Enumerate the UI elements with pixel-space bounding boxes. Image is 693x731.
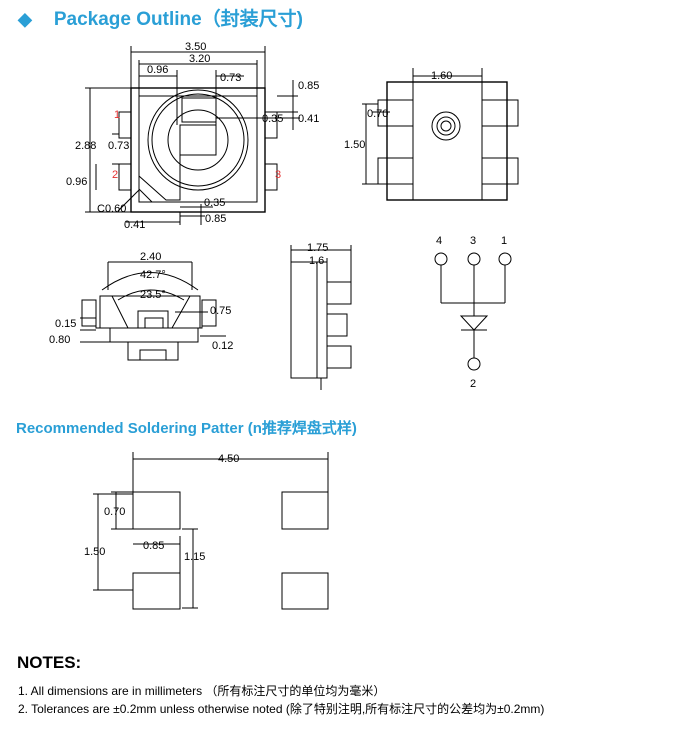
dim-top-096: 0.96 — [147, 64, 168, 76]
dim-side-427: 42.7° — [140, 269, 166, 281]
soldering-title: Recommended Soldering Patter (n推荐焊盘式样) — [16, 420, 357, 437]
solder-dim-085: 0.85 — [143, 540, 164, 552]
dim-side-235: 23.5° — [140, 289, 166, 301]
dim-top-width: 3.50 — [185, 41, 206, 53]
dim-back-150: 1.50 — [344, 139, 365, 151]
soldering-pattern — [93, 452, 329, 610]
dim-bottom-041: 0.41 — [124, 219, 145, 231]
circuit-pin-1: 1 — [501, 235, 507, 247]
dim-chamfer: C0.60 — [97, 203, 126, 215]
dim-left-096: 0.96 — [66, 176, 87, 188]
dim-side-080: 0.80 — [49, 334, 70, 346]
top-view — [85, 46, 300, 225]
solder-dim-150: 1.50 — [84, 546, 105, 558]
back-view — [362, 68, 519, 201]
note-2: 2. Tolerances are ±0.2mm unless otherwis… — [18, 702, 545, 716]
pin-label-2: 2 — [112, 169, 118, 181]
dim-side-012: 0.12 — [212, 340, 233, 352]
notes-heading: NOTES: — [17, 653, 82, 672]
solder-dim-115: 1.15 — [184, 551, 205, 563]
dim-back-070: 0.70 — [367, 108, 388, 120]
dim-top-inner-width: 3.20 — [189, 53, 210, 65]
end-view — [290, 245, 352, 390]
dim-side-015: 0.15 — [55, 318, 76, 330]
diamond-bullet-icon: ◆ — [18, 9, 32, 29]
dim-right-085: 0.85 — [298, 80, 319, 92]
dim-end-16: 1.6 — [309, 255, 324, 267]
circuit-symbol — [434, 252, 512, 371]
side-view — [80, 261, 226, 361]
package-outline-title-text: Package Outline（封装尺寸) — [53, 9, 304, 30]
dim-side-240: 2.40 — [140, 251, 161, 263]
dim-right-041: 0.41 — [298, 113, 319, 125]
pin-label-3: 3 — [275, 169, 281, 181]
dim-back-160: 1.60 — [431, 70, 452, 82]
dim-bottom-085: 0.85 — [205, 213, 226, 225]
dim-bottom-035: 0.35 — [204, 197, 225, 209]
solder-dim-450: 4.50 — [218, 453, 239, 465]
solder-dim-070: 0.70 — [104, 506, 125, 518]
dim-end-175: 1.75 — [307, 242, 328, 254]
circuit-pin-2: 2 — [470, 378, 476, 390]
note-1: 1. All dimensions are in millimeters （所有… — [18, 684, 386, 698]
package-outline-title: ◆ Package Outline（封装尺寸) — [18, 4, 303, 31]
circuit-pin-3: 3 — [470, 235, 476, 247]
dim-left-073: 0.73 — [108, 140, 129, 152]
dim-top-073: 0.73 — [220, 72, 241, 84]
dim-left-288: 2.88 — [75, 140, 96, 152]
dim-side-075: 0.75 — [210, 305, 231, 317]
circuit-pin-4: 4 — [436, 235, 442, 247]
dim-right-035: 0.35 — [262, 113, 283, 125]
pin-label-1: 1 — [114, 109, 120, 121]
